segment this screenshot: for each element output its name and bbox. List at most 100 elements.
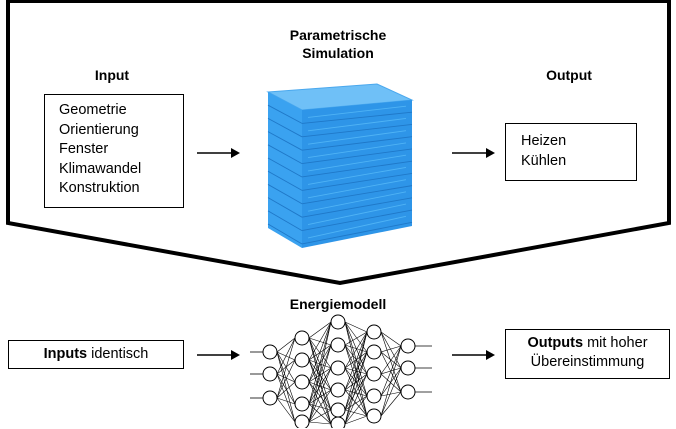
- nn-node: [262, 344, 278, 360]
- nn-connection: [380, 331, 402, 369]
- nn-connection: [344, 331, 368, 411]
- nn-connection: [276, 373, 296, 405]
- nn-node: [330, 360, 346, 376]
- nn-connection: [344, 321, 368, 375]
- nn-connection: [308, 337, 332, 425]
- neural-network-icon: [250, 314, 432, 428]
- input-item: Konstruktion: [59, 180, 140, 196]
- nn-connection: [344, 373, 368, 391]
- nn-connection: [380, 331, 402, 347]
- nn-connection: [276, 397, 296, 405]
- input-item: Klimawandel: [59, 160, 142, 177]
- arrow-right-icon: [452, 148, 495, 158]
- outputs-rest-label: mit hoher: [583, 335, 648, 351]
- nn-connection: [308, 381, 332, 411]
- nn-connection: [276, 351, 296, 423]
- nn-node: [366, 344, 382, 360]
- nn-node: [330, 337, 346, 353]
- nn-node: [366, 388, 382, 404]
- nn-connection: [344, 395, 368, 425]
- nn-connection: [276, 337, 296, 353]
- nn-connection: [308, 421, 332, 425]
- nn-connection: [308, 381, 332, 425]
- nn-connection: [308, 409, 332, 423]
- input-item: Orientierung: [59, 121, 139, 138]
- nn-connection: [276, 337, 296, 375]
- nn-connection: [308, 367, 332, 423]
- nn-connection: [380, 367, 402, 417]
- nn-node: [400, 384, 416, 400]
- nn-connection: [344, 331, 368, 425]
- input-item: Fenster: [59, 141, 109, 157]
- energy-model-title: Energiemodell: [289, 296, 387, 312]
- nn-node: [400, 338, 416, 354]
- nn-node: [294, 396, 310, 412]
- nn-connection: [308, 359, 332, 425]
- nn-connection: [276, 381, 296, 399]
- nn-connection: [308, 389, 332, 423]
- nn-connection: [276, 397, 296, 423]
- nn-connection: [380, 373, 402, 393]
- nn-connection: [344, 331, 368, 369]
- nn-connection: [344, 415, 368, 425]
- simulation-title: Parametrische Simulation: [289, 27, 387, 61]
- nn-connection: [380, 331, 402, 393]
- output-item: Kühlen: [521, 152, 567, 169]
- nn-node: [294, 374, 310, 390]
- nn-connection: [344, 331, 368, 346]
- nn-connection: [308, 321, 332, 405]
- nn-node: [366, 324, 382, 340]
- input-item: Geometrie: [59, 102, 127, 118]
- arrow-right-icon: [452, 350, 495, 360]
- nn-node: [330, 416, 346, 428]
- nn-connection: [276, 337, 296, 399]
- nn-connection: [308, 389, 332, 405]
- nn-connection: [344, 389, 368, 397]
- nn-connection: [344, 351, 368, 369]
- nn-connection: [344, 373, 368, 425]
- nn-connection: [344, 321, 368, 333]
- nn-connection: [344, 344, 368, 375]
- nn-connection: [380, 391, 402, 397]
- nn-connection: [344, 351, 368, 425]
- nn-node: [400, 360, 416, 376]
- output-item: Heizen: [521, 133, 567, 149]
- nn-connection: [308, 337, 332, 369]
- nn-connection: [380, 345, 402, 375]
- nn-connection: [308, 321, 332, 339]
- output-title: Output: [546, 67, 592, 83]
- outputs-line2-label: Übereinstimmung: [530, 354, 645, 370]
- nn-connection: [344, 321, 368, 397]
- arrow-right-icon: [197, 148, 240, 158]
- inputs-rest-label: identisch: [87, 346, 149, 362]
- nn-connection: [344, 351, 368, 411]
- nn-connection: [380, 345, 402, 397]
- nn-connection: [308, 321, 332, 423]
- nn-node: [262, 366, 278, 382]
- nn-node: [366, 366, 382, 382]
- nn-node: [294, 414, 310, 428]
- inputs-identical-box: Inputs identisch: [8, 340, 184, 369]
- outputs-bold-label: Outputs: [527, 335, 584, 351]
- nn-connection: [380, 345, 402, 353]
- output-results-box: Heizen Kühlen: [505, 123, 637, 181]
- nn-connection: [276, 359, 296, 399]
- input-title: Input: [94, 67, 130, 83]
- nn-connection: [308, 344, 332, 423]
- nn-node: [262, 390, 278, 406]
- building-model-icon: [266, 83, 414, 248]
- nn-connection: [276, 373, 296, 383]
- nn-connection: [276, 373, 296, 423]
- nn-connection: [308, 321, 332, 383]
- nn-connection: [308, 403, 332, 425]
- nn-node: [366, 408, 382, 424]
- nn-connection: [380, 391, 402, 417]
- input-parameters-box: Geometrie Orientierung Fenster Klimawand…: [44, 94, 184, 208]
- nn-node: [294, 352, 310, 368]
- outputs-agreement-box: Outputs mit hoher Übereinstimmung: [505, 329, 670, 379]
- arrow-right-icon: [197, 350, 240, 360]
- nn-connection: [308, 344, 332, 405]
- inputs-bold-label: Inputs: [43, 346, 88, 362]
- nn-connection: [308, 367, 332, 405]
